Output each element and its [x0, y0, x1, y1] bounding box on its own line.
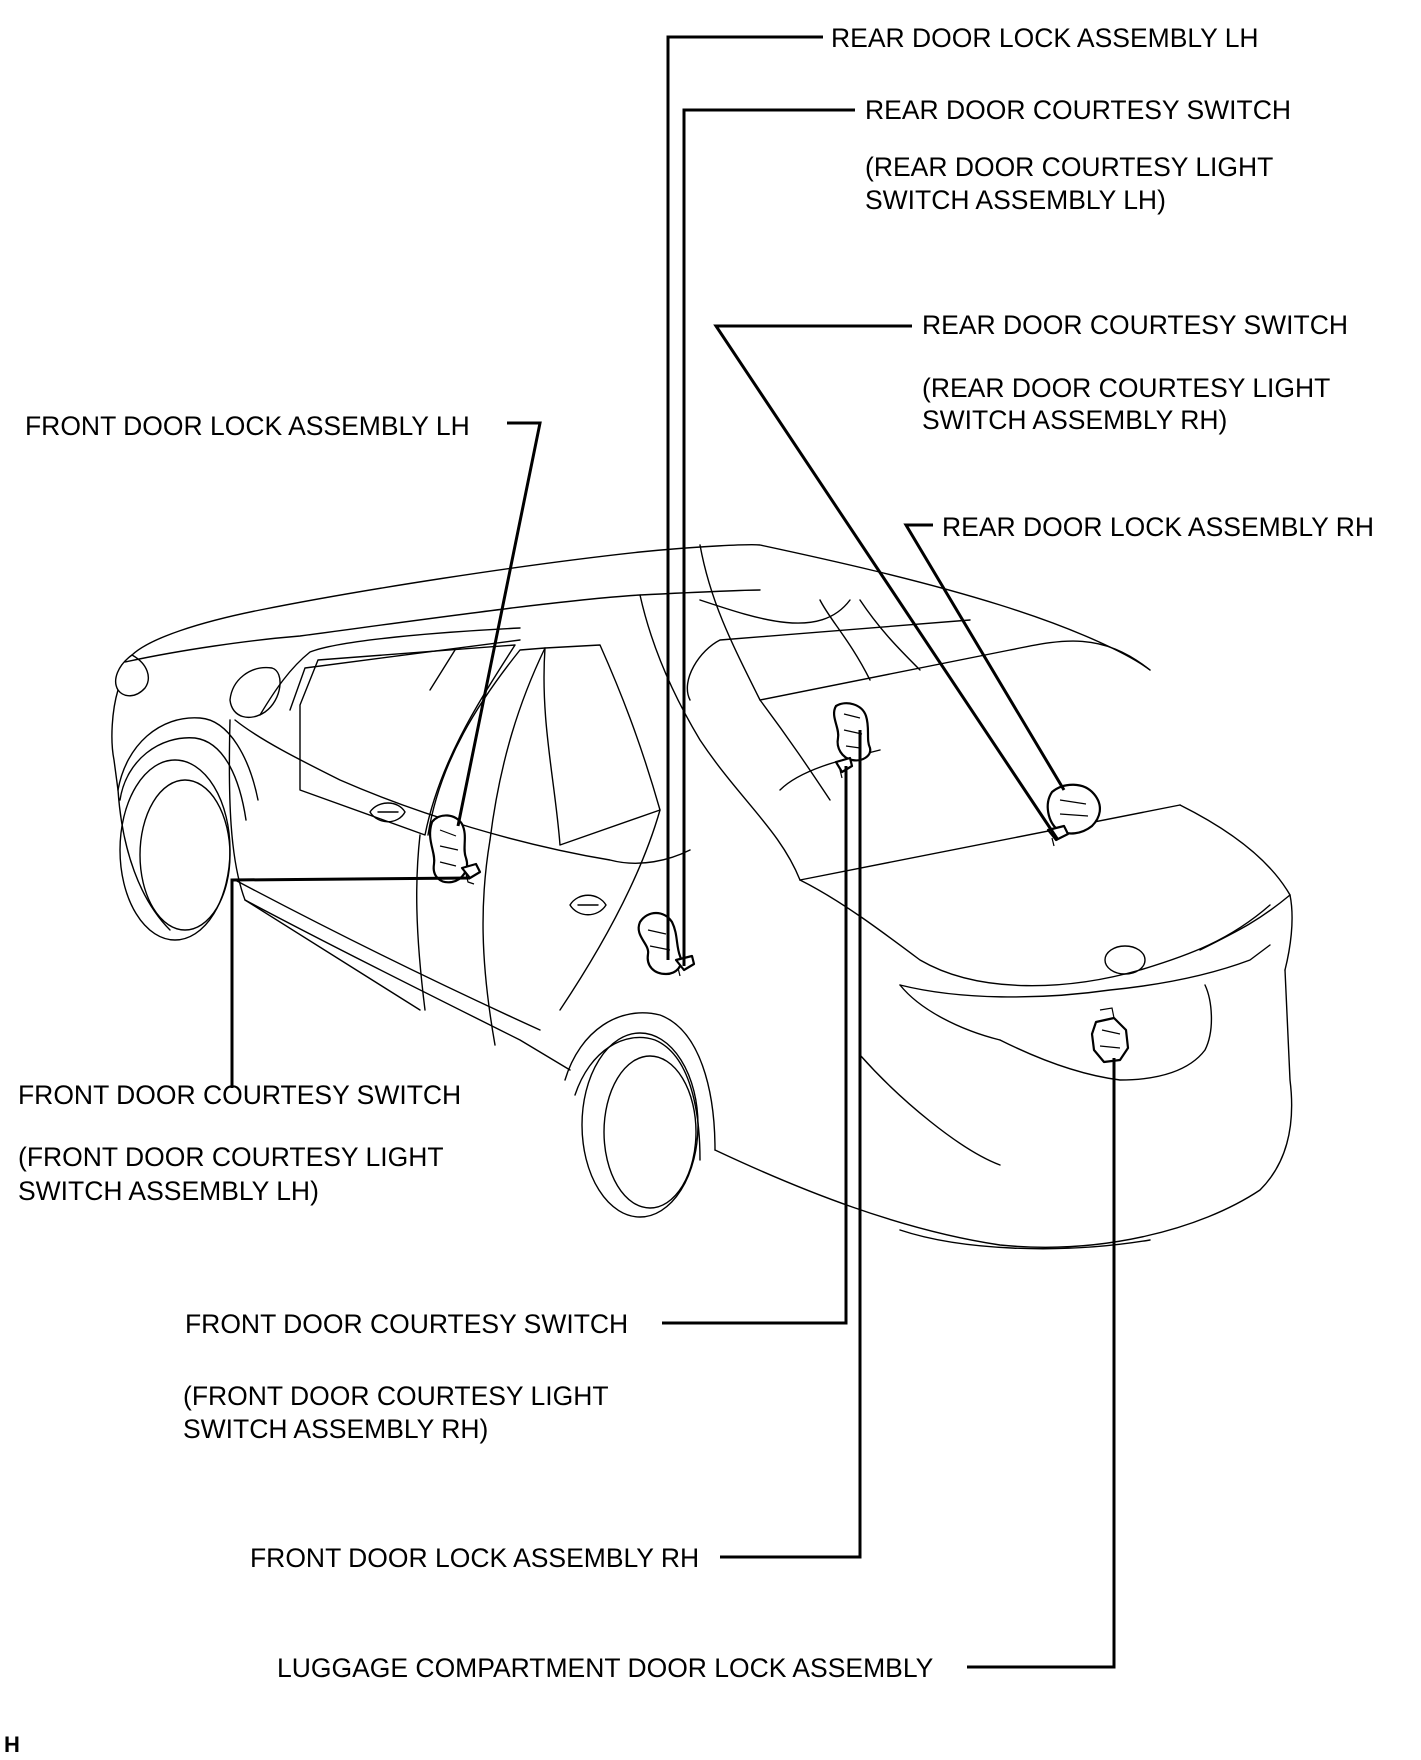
label-rear-door-courtesy-light-lh-line1: (REAR DOOR COURTESY LIGHT: [865, 152, 1273, 182]
leader-rear-courtesy-lh: [682, 108, 855, 966]
label-front-door-courtesy-light-rh-line2: SWITCH ASSEMBLY RH): [183, 1414, 488, 1444]
leader-luggage-lock: [967, 1058, 1116, 1669]
rear-door-lock-lh-part: [637, 911, 683, 976]
leader-rear-lock-rh: [903, 523, 1066, 791]
label-front-door-lock-rh: FRONT DOOR LOCK ASSEMBLY RH: [250, 1543, 699, 1573]
leader-front-lock-lh: [456, 421, 542, 827]
front-door-lock-rh-part: [832, 702, 872, 762]
label-rear-door-courtesy-switch-rh: REAR DOOR COURTESY SWITCH: [922, 310, 1348, 340]
label-front-door-lock-lh: FRONT DOOR LOCK ASSEMBLY LH: [25, 411, 470, 441]
label-rear-door-courtesy-light-rh-line2: SWITCH ASSEMBLY RH): [922, 405, 1227, 435]
label-rear-door-lock-rh: REAR DOOR LOCK ASSEMBLY RH: [942, 512, 1374, 542]
label-rear-door-courtesy-light-rh-line1: (REAR DOOR COURTESY LIGHT: [922, 373, 1330, 403]
leader-front-courtesy-lh: [230, 876, 471, 1088]
figure-code: H: [4, 1732, 20, 1757]
label-front-door-courtesy-switch-rh: FRONT DOOR COURTESY SWITCH: [185, 1309, 628, 1339]
car-outline: [111, 544, 1293, 1250]
label-luggage-compartment-door-lock: LUGGAGE COMPARTMENT DOOR LOCK ASSEMBLY: [277, 1653, 934, 1683]
label-rear-door-lock-lh: REAR DOOR LOCK ASSEMBLY LH: [831, 23, 1259, 53]
front-door-courtesy-switch-rh-part: [834, 756, 854, 779]
label-front-door-courtesy-light-lh-line2: SWITCH ASSEMBLY LH): [18, 1176, 319, 1206]
label-rear-door-courtesy-switch-lh: REAR DOOR COURTESY SWITCH: [865, 95, 1291, 125]
rear-door-lock-rh-part: [1046, 783, 1101, 835]
leader-rear-courtesy-rh: [713, 324, 1060, 841]
label-front-door-courtesy-light-rh-line1: (FRONT DOOR COURTESY LIGHT: [183, 1381, 609, 1411]
leader-rear-lock-lh: [666, 35, 823, 960]
callout-labels: REAR DOOR LOCK ASSEMBLY LH REAR DOOR COU…: [4, 23, 1374, 1757]
leader-front-courtesy-rh: [662, 766, 848, 1325]
label-rear-door-courtesy-light-lh-line2: SWITCH ASSEMBLY LH): [865, 185, 1166, 215]
leader-front-lock-rh: [720, 730, 862, 1559]
front-door-lock-lh-part: [428, 814, 469, 884]
label-front-door-courtesy-switch-lh: FRONT DOOR COURTESY SWITCH: [18, 1080, 461, 1110]
rear-door-courtesy-switch-rh-part: [1046, 824, 1070, 847]
label-front-door-courtesy-light-lh-line1: (FRONT DOOR COURTESY LIGHT: [18, 1142, 444, 1172]
leader-lines: [230, 35, 1116, 1669]
luggage-compartment-door-lock-part: [1090, 1007, 1130, 1064]
